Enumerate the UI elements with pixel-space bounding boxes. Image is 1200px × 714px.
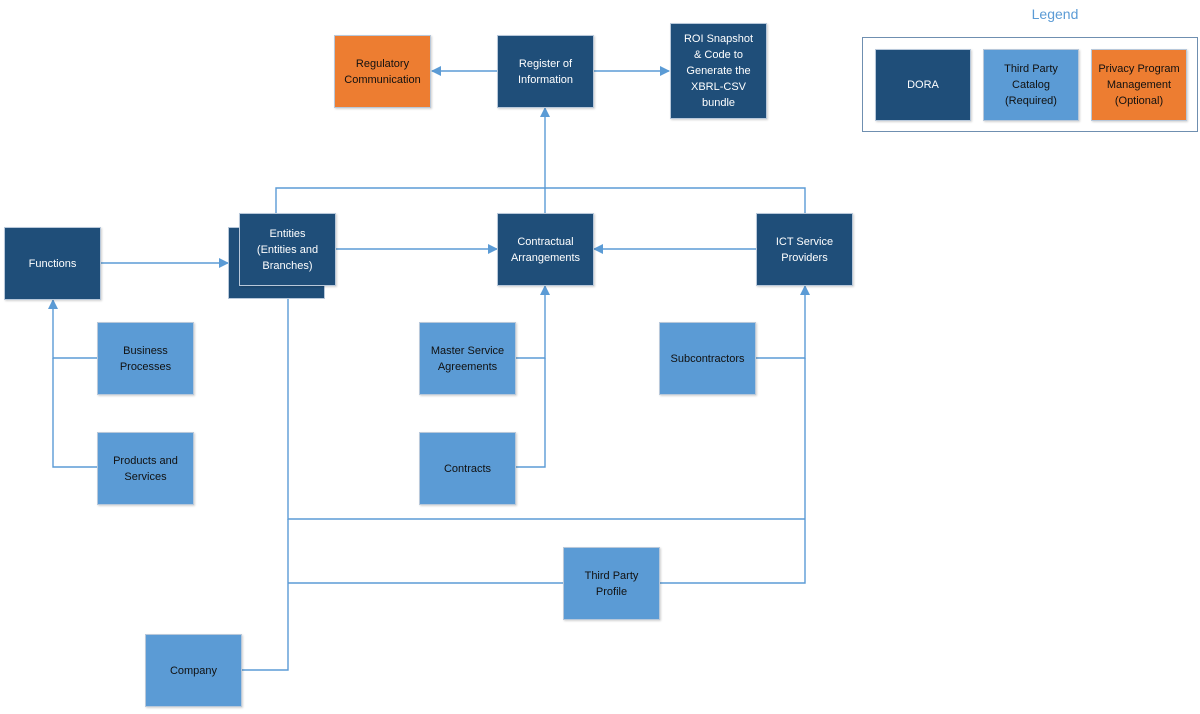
- edge-entities-ict-top-bus: [275, 187, 806, 213]
- edge-bus-to-entities: [283, 285, 805, 520]
- edge-products-to-functions: [52, 358, 97, 468]
- node-ict-service-providers[interactable]: ICT Service Providers: [756, 213, 853, 286]
- edge-business-processes-to-functions: [48, 299, 97, 359]
- node-entities[interactable]: Entities (Entities and Branches): [239, 213, 336, 286]
- node-roi-snapshot[interactable]: ROI Snapshot & Code to Generate the XBRL…: [670, 23, 767, 119]
- legend-title: Legend: [1031, 6, 1079, 22]
- legend: [862, 37, 1198, 132]
- edge-ict-down: [659, 358, 806, 584]
- legend-item-dora: DORA: [875, 49, 971, 121]
- node-contractual-arrangements[interactable]: Contractual Arrangements: [497, 213, 594, 286]
- node-master-service-agreements[interactable]: Master Service Agreements: [419, 322, 516, 395]
- edge-msa-to-contractual: [516, 285, 550, 359]
- edge-subcontractors-to-ict: [756, 285, 810, 359]
- node-third-party-profile[interactable]: Third Party Profile: [563, 547, 660, 620]
- edge-company-to-entities: [242, 519, 289, 671]
- legend-item-privacy-program: Privacy Program Management (Optional): [1091, 49, 1187, 121]
- node-company[interactable]: Company: [145, 634, 242, 707]
- edge-contracts-to-contractual: [516, 358, 546, 468]
- node-regulatory-communication[interactable]: Regulatory Communication: [334, 35, 431, 108]
- node-functions[interactable]: Functions: [4, 227, 101, 300]
- legend-item-third-party-catalog: Third Party Catalog (Required): [983, 49, 1079, 121]
- node-contracts[interactable]: Contracts: [419, 432, 516, 505]
- node-subcontractors[interactable]: Subcontractors: [659, 322, 756, 395]
- node-products-and-services[interactable]: Products and Services: [97, 432, 194, 505]
- node-register-of-information[interactable]: Register of Information: [497, 35, 594, 108]
- node-business-processes[interactable]: Business Processes: [97, 322, 194, 395]
